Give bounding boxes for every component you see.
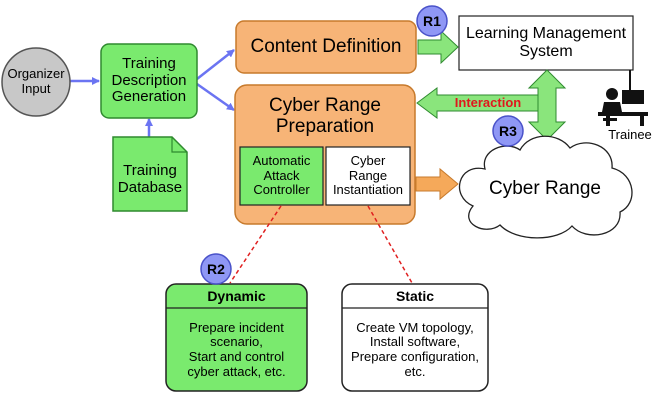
static-box — [341, 283, 489, 392]
static-link-dashed — [367, 205, 413, 284]
trainee-icon — [598, 70, 648, 126]
arrow-training-to-content — [196, 49, 235, 80]
cyber-range-preparation-label: Cyber Range Preparation — [269, 94, 381, 137]
cyber-range-label: Cyber Range — [489, 178, 601, 200]
automatic-attack-controller-node — [239, 146, 324, 206]
training-description-node — [100, 43, 198, 119]
cyber-range-instantiation-node — [325, 146, 411, 206]
r2-badge-circle — [200, 253, 232, 285]
organizer-input-node — [1, 47, 71, 117]
learning-management-system-label: Learning Management System — [465, 25, 627, 60]
training-database-node — [112, 136, 188, 212]
dynamic-body: Prepare incident scenario, Start and con… — [187, 319, 286, 379]
r3-badge-circle — [492, 115, 524, 147]
r1-badge-circle — [416, 5, 448, 37]
interaction-arrow — [416, 87, 539, 119]
static-body: Create VM topology, Install software, Pr… — [351, 319, 479, 379]
automatic-attack-controller-label: Automatic Attack Controller — [252, 153, 311, 198]
arrow-content-to-lms — [417, 29, 459, 65]
cyber-range-cloud — [458, 135, 633, 239]
trainee-label: Trainee — [608, 126, 652, 142]
cyber-range-instantiation-label: Cyber Range Instantiation — [332, 153, 404, 198]
dynamic-title: Dynamic — [207, 287, 266, 304]
training-database-label: Training Database — [117, 162, 183, 196]
training-description-label: Training Description Generation — [111, 54, 187, 106]
database-fold — [171, 137, 187, 153]
r2-badge: R2 — [207, 261, 225, 277]
content-definition-node — [235, 20, 417, 74]
dynamic-link-dashed — [229, 205, 282, 284]
organizer-input-label: Organizer Input — [7, 66, 65, 96]
r3-badge: R3 — [499, 123, 517, 139]
content-definition-label: Content Definition — [250, 36, 402, 58]
static-title: Static — [395, 287, 435, 304]
r1-badge: R1 — [423, 13, 441, 29]
arrow-training-to-preparation — [196, 82, 235, 112]
learning-management-system-node — [458, 15, 634, 71]
arrow-preparation-to-cyber-range — [415, 167, 459, 201]
interaction-label: Interaction — [454, 94, 522, 110]
dynamic-box — [165, 283, 308, 392]
